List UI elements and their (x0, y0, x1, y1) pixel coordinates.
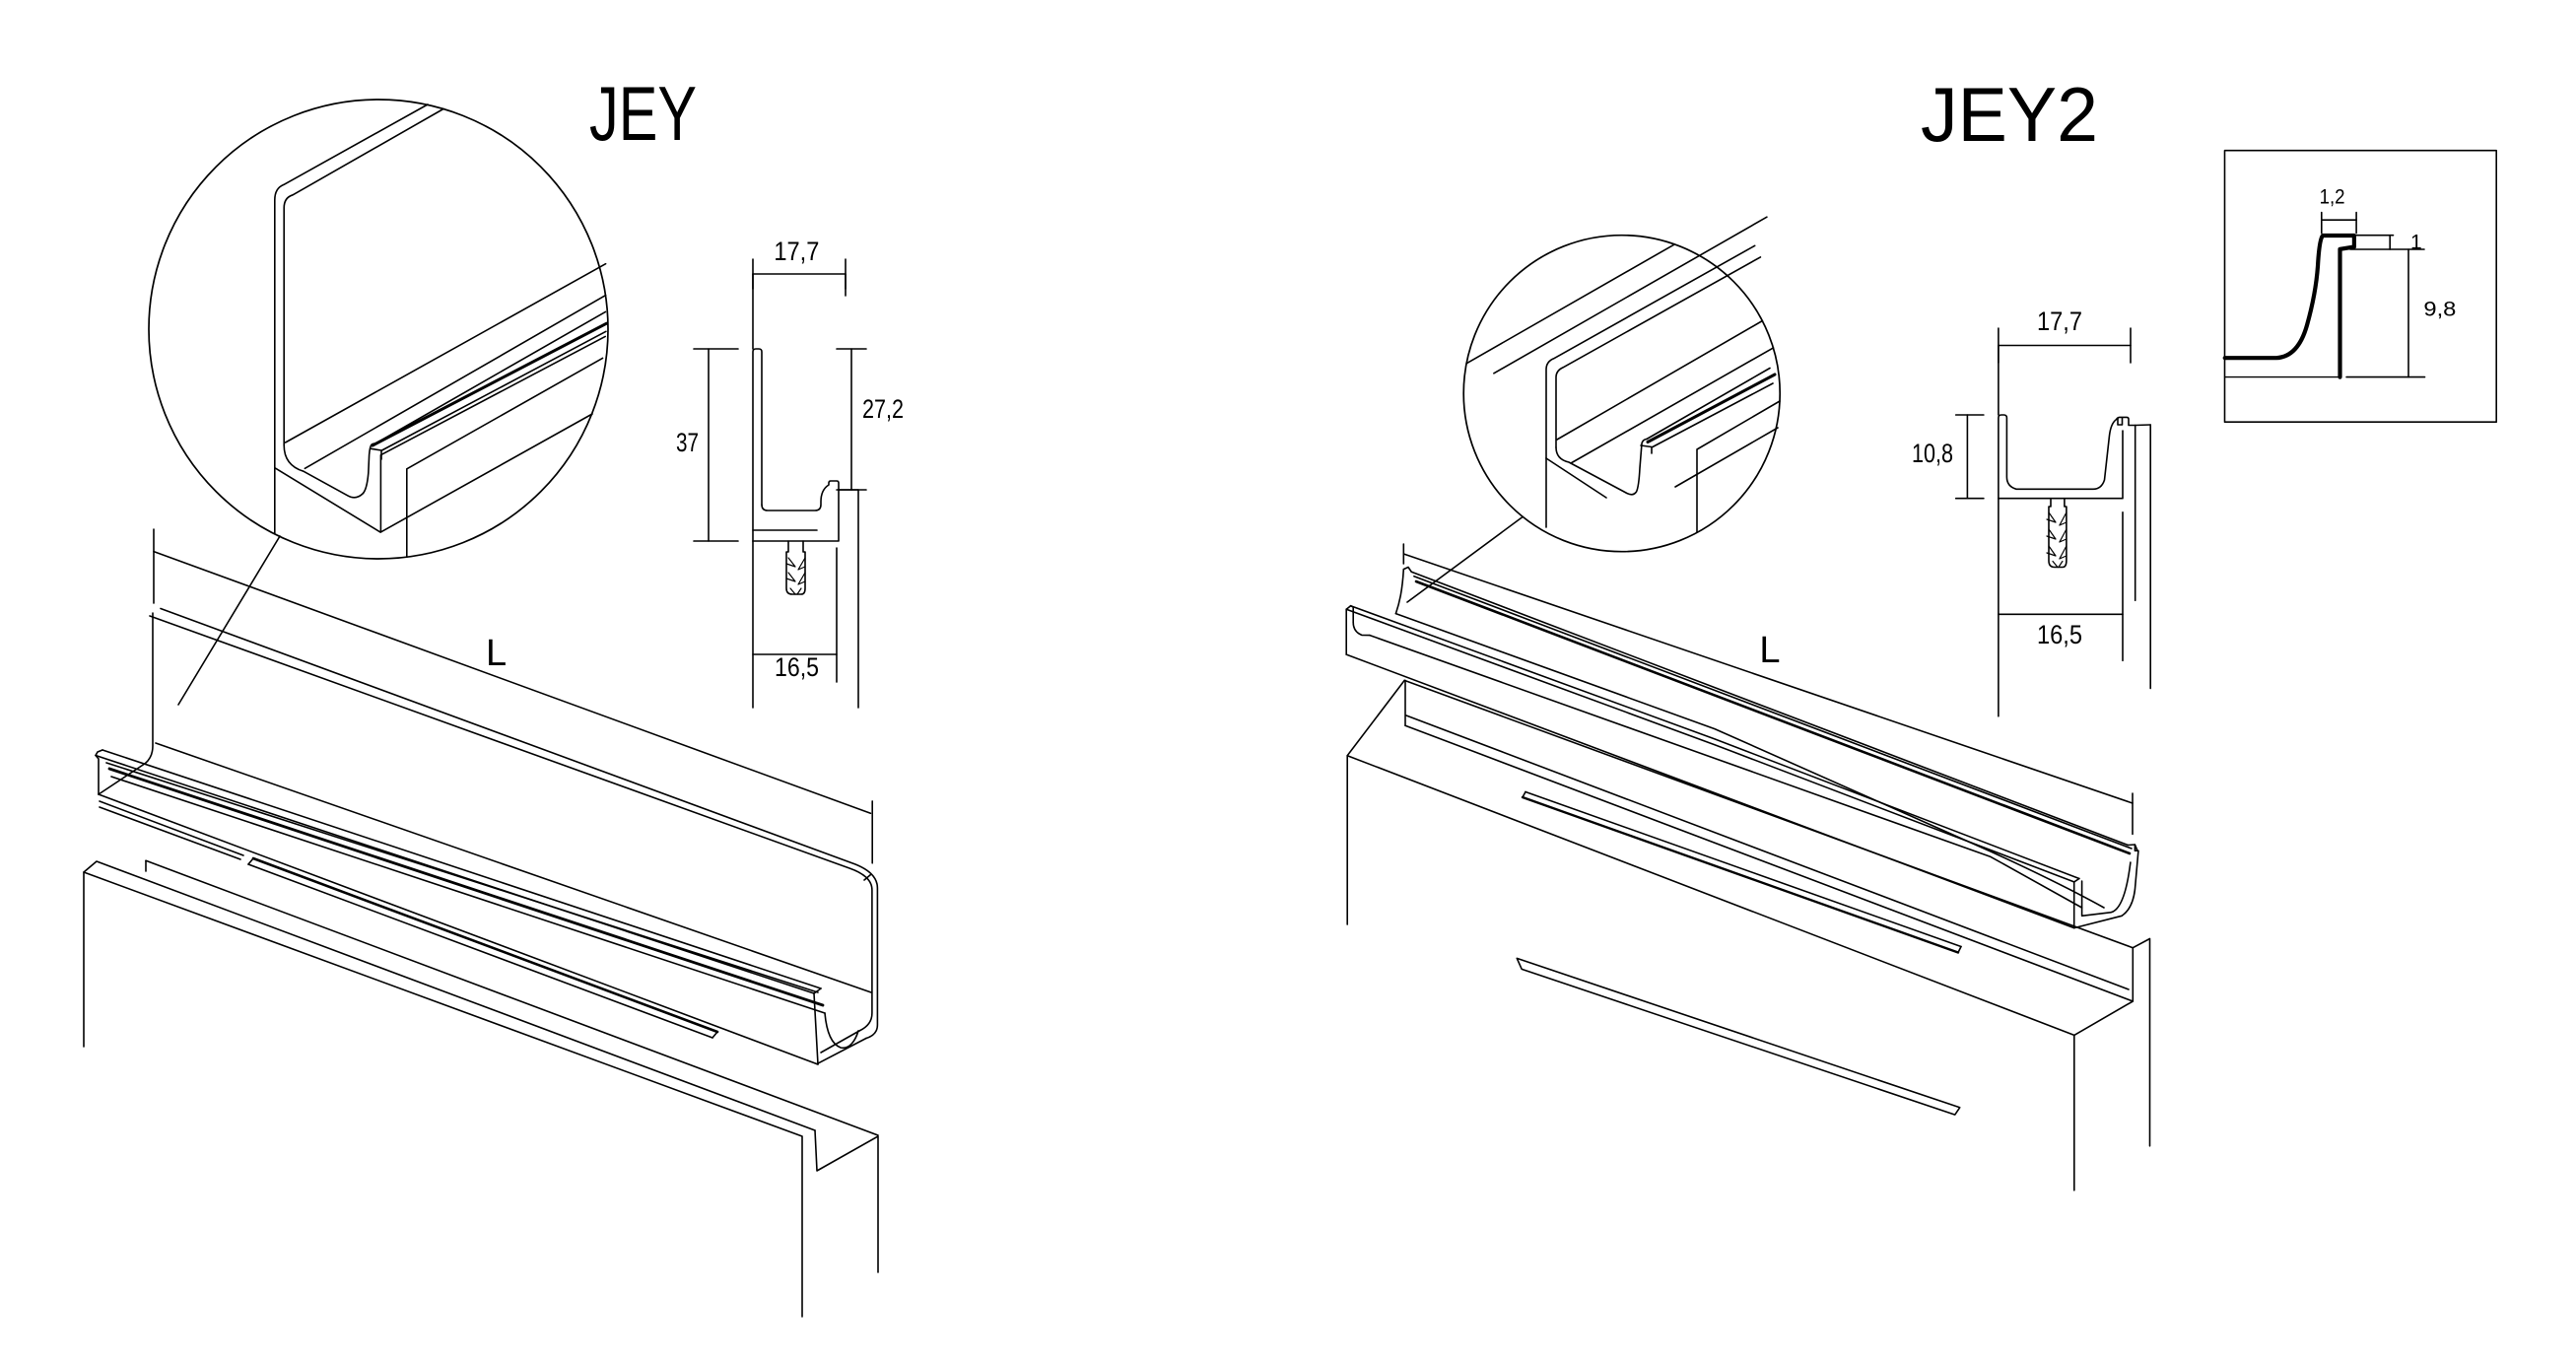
svg-text:L: L (486, 633, 507, 674)
svg-text:16,5: 16,5 (775, 652, 819, 682)
svg-text:37: 37 (676, 428, 699, 457)
svg-text:JEY2: JEY2 (1921, 71, 2098, 158)
svg-text:9,8: 9,8 (2423, 299, 2456, 321)
svg-text:1: 1 (2410, 232, 2422, 254)
svg-text:27,2: 27,2 (862, 394, 904, 424)
svg-text:17,7: 17,7 (2037, 306, 2082, 336)
svg-text:16,5: 16,5 (2037, 620, 2082, 649)
svg-text:10,8: 10,8 (1912, 439, 1953, 468)
svg-text:17,7: 17,7 (774, 237, 819, 266)
svg-text:1,2: 1,2 (2320, 186, 2345, 209)
svg-text:JEY: JEY (589, 70, 697, 157)
svg-text:L: L (1759, 630, 1780, 671)
